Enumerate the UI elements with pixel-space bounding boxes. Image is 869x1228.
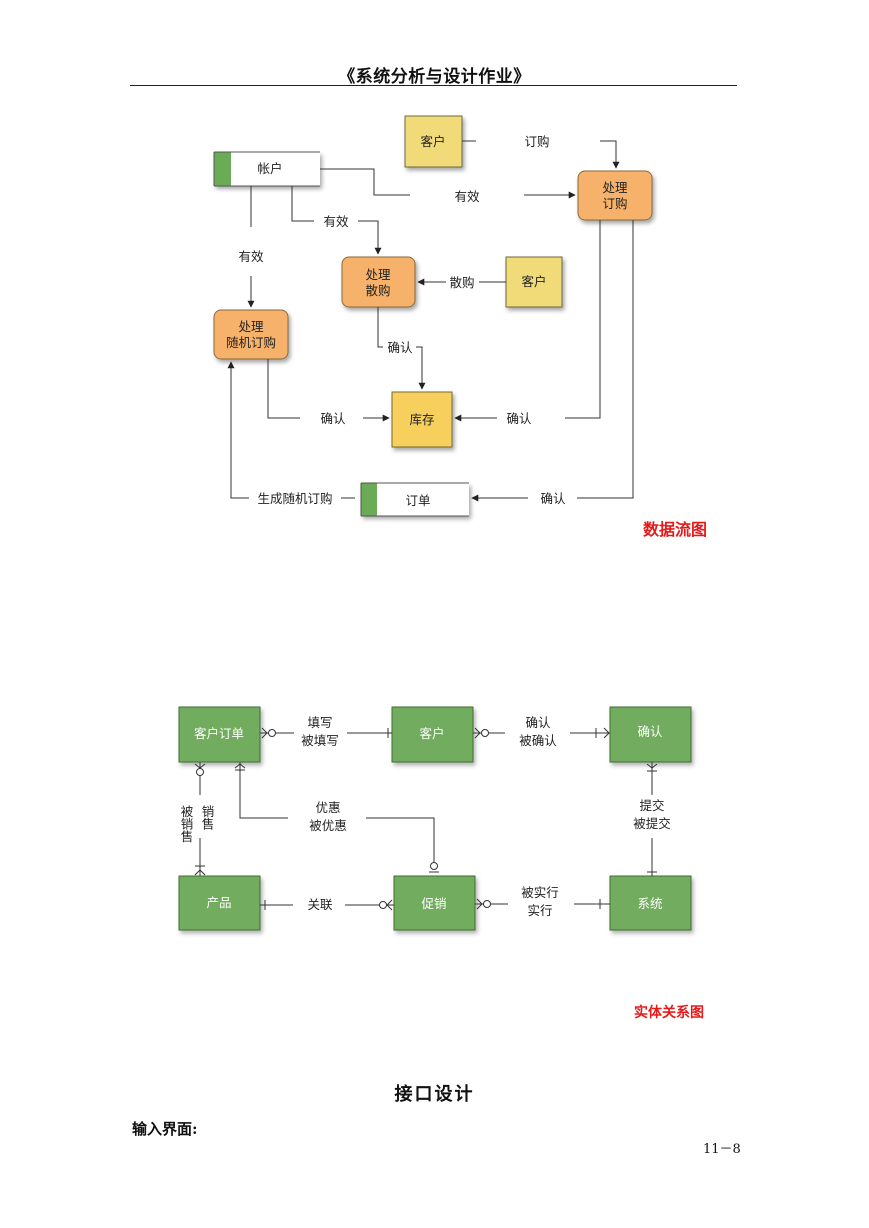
erd-caption: 实体关系图	[634, 1005, 704, 1021]
erd-relation-label: 被确认	[519, 733, 557, 748]
erd-entity-label: 促销	[421, 896, 446, 911]
erd-entity-label: 客户订单	[194, 726, 244, 741]
dfd-process-label: 随机订购	[226, 335, 276, 350]
erd-entity-confirmation: 确认	[609, 706, 692, 763]
header-rule	[130, 85, 737, 86]
dfd-process-label: 处理	[602, 180, 628, 195]
input-screen-heading: 输入界面:	[132, 1120, 198, 1138]
dfd-store-account: 帐户	[213, 151, 320, 187]
erd-relation-label-vertical: 被销售	[179, 805, 194, 843]
erd-relation-label: 关联	[307, 897, 333, 912]
erd-relation-label: 提交	[639, 798, 664, 813]
dfd-process-inventory: 库存	[391, 391, 453, 448]
dfd-entity-label: 客户	[420, 134, 445, 149]
dfd-caption: 数据流图	[643, 520, 708, 539]
dfd-flow-label-confirm: 确认	[387, 340, 413, 355]
erd-relation-label: 被实行	[521, 885, 559, 900]
erd-entity-label: 系统	[637, 896, 662, 911]
erd-relationship-lines	[194, 727, 658, 911]
dfd-entity-customer-top: 客户	[404, 115, 463, 168]
dfd-store-label: 订单	[405, 493, 430, 508]
dfd-process-label: 库存	[409, 412, 434, 427]
erd-relation-label: 实行	[527, 903, 552, 918]
erd-entity-label: 确认	[637, 724, 663, 739]
dfd-flow-label-valid: 有效	[454, 189, 480, 204]
erd-entity-label: 客户	[419, 726, 444, 741]
erd-entity-label: 产品	[206, 895, 231, 910]
erd-relation-label: 被提交	[633, 816, 671, 831]
dfd-flow-label-confirm: 确认	[320, 411, 346, 426]
dfd-flow-label-confirm: 确认	[540, 491, 566, 506]
erd-relation-label-vertical: 销售	[200, 805, 215, 830]
dfd-store-order: 订单	[360, 482, 469, 517]
erd-entity-system: 系统	[609, 875, 692, 931]
erd-relation-label: 优惠	[315, 800, 340, 815]
dfd-process-label: 处理	[238, 319, 264, 334]
dfd-flow-lines	[227, 140, 634, 502]
erd-relation-label: 填写	[307, 715, 332, 730]
dfd-process-order: 处理 订购	[577, 170, 653, 221]
erd-entity-product: 产品	[178, 875, 261, 931]
dfd-flow-label-bulk: 散购	[449, 275, 474, 290]
dfd-flow-label-order: 订购	[524, 134, 549, 149]
erd-relation-label: 被优惠	[309, 818, 347, 833]
dfd-process-label: 处理	[365, 267, 391, 282]
dfd-process-label: 散购	[365, 283, 390, 298]
erd-relation-label: 确认	[525, 715, 551, 730]
dfd-flow-label-confirm: 确认	[506, 411, 532, 426]
dfd-flow-label-valid: 有效	[238, 249, 264, 264]
section-title-interface-design: 接口设计	[394, 1084, 475, 1105]
dfd-entity-label: 客户	[521, 274, 546, 289]
dfd-process-bulk: 处理 散购	[341, 256, 416, 308]
erd-relation-label: 被填写	[301, 733, 339, 748]
dfd-flow-label-valid: 有效	[323, 214, 349, 229]
erd-entity-promotion: 促销	[393, 875, 476, 931]
dfd-process-label: 订购	[602, 196, 627, 211]
erd-entity-customer: 客户	[391, 706, 474, 763]
document-header-title: 《系统分析与设计作业》	[338, 67, 531, 87]
dfd-store-label: 帐户	[257, 161, 282, 176]
erd-entity-customer-order: 客户订单	[178, 706, 261, 763]
dfd-flow-label-generate: 生成随机订购	[257, 491, 332, 506]
data-flow-diagram: 客户 客户 帐户 订单 处理 订购 处理 散购 处理 随机订购 库存	[213, 115, 653, 517]
entity-relationship-diagram: 客户订单 客户 确认 产品 促销 系统	[178, 706, 692, 931]
dfd-process-random: 处理 随机订购	[213, 309, 289, 360]
page-number: 11－8	[703, 1142, 741, 1157]
